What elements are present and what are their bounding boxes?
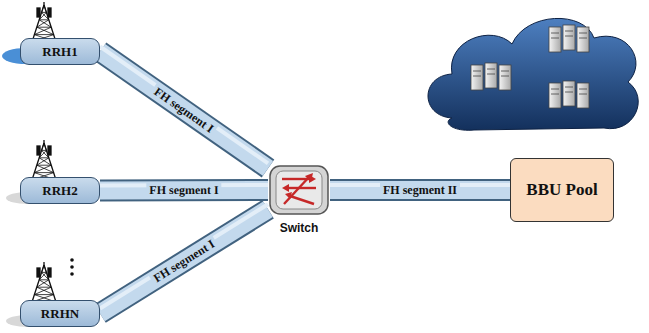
link-label: FH segment I	[146, 183, 221, 197]
rrh-unit: RRHN	[20, 300, 100, 327]
stroke	[34, 165, 51, 172]
server-rack	[549, 25, 589, 52]
stroke	[39, 158, 51, 165]
stroke	[39, 20, 51, 27]
link-fill	[330, 181, 510, 199]
antenna-panel	[48, 8, 51, 17]
antenna-panel	[37, 8, 40, 17]
antenna-panel	[48, 268, 51, 277]
stroke	[34, 172, 53, 173]
stroke	[39, 279, 49, 280]
antenna-panel	[48, 146, 51, 155]
rrh-label: RRHN	[41, 306, 79, 322]
switch-label: Switch	[280, 221, 319, 235]
mast	[43, 140, 44, 145]
server-rack	[549, 81, 589, 108]
stroke	[37, 287, 54, 294]
antenna-panel	[37, 146, 40, 155]
stroke	[37, 27, 51, 28]
stroke	[37, 165, 51, 166]
cloud	[428, 18, 638, 130]
stroke	[39, 19, 49, 20]
stroke	[37, 287, 51, 288]
fronthaul-link	[100, 204, 268, 313]
mast	[43, 2, 44, 7]
switch-icon	[268, 162, 330, 218]
server-rack	[471, 63, 511, 90]
stroke	[37, 280, 49, 287]
link-fill	[100, 52, 268, 169]
link-highlight	[100, 47, 268, 164]
pool-label: BBU Pool	[526, 180, 597, 200]
stroke	[34, 294, 53, 295]
rrh-label: RRH2	[42, 183, 77, 199]
network-switch: Switch	[268, 162, 330, 218]
link-label: FH segment II	[380, 183, 460, 197]
mast	[43, 262, 44, 267]
stroke	[34, 27, 51, 34]
stroke	[39, 157, 49, 158]
link-fill	[100, 181, 268, 199]
stroke	[37, 27, 54, 34]
stroke	[37, 158, 49, 165]
stroke	[34, 287, 51, 294]
antenna-panel	[37, 268, 40, 277]
stroke	[37, 20, 49, 27]
rrh-unit: RRH2	[20, 177, 100, 204]
stroke	[37, 165, 54, 172]
link-outline	[100, 179, 268, 201]
link-outline	[330, 179, 510, 201]
rrh-label: RRH1	[42, 44, 77, 60]
link-highlight	[100, 204, 268, 308]
link-fill	[100, 209, 268, 313]
bbu-pool-box: BBU Pool	[510, 158, 614, 222]
stroke	[34, 34, 53, 35]
link-outline	[100, 52, 268, 169]
link-outline	[100, 209, 268, 313]
link-label: FH segment I	[149, 83, 219, 138]
rrh-unit: RRH1	[20, 38, 100, 65]
fronthaul-link	[100, 47, 268, 169]
stroke	[39, 280, 51, 287]
ellipsis-dots	[70, 258, 74, 276]
link-label: FH segment I	[148, 236, 219, 288]
